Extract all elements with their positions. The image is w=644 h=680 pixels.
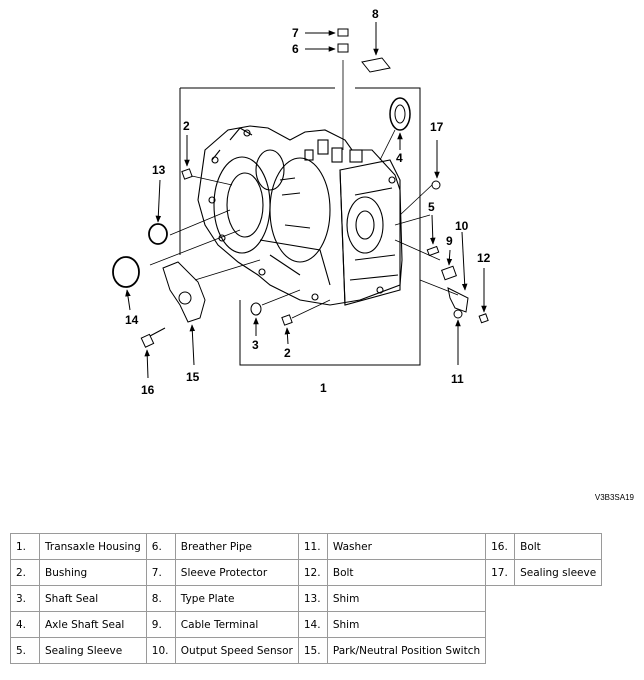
callout-5: 5 (428, 200, 435, 214)
legend-empty-cell (486, 612, 602, 638)
exploded-view-diagram: 1 2 2 3 4 5 6 7 8 9 10 11 12 13 14 15 16… (112, 7, 635, 502)
callout-11: 11 (451, 372, 464, 386)
washer (453, 309, 463, 319)
legend-number: 12. (297, 559, 328, 586)
legend-part-name: Transaxle Housing (39, 533, 147, 560)
callout-2-lower: 2 (284, 346, 291, 360)
legend-number: 13. (297, 585, 328, 612)
legend-part-name: Washer (326, 533, 487, 560)
legend-number: 1. (10, 533, 40, 560)
legend-number: 15. (297, 637, 328, 664)
callout-4: 4 (396, 151, 403, 165)
legend-part-name: Park/Neutral Position Switch (326, 637, 487, 664)
legend-part-name: Shaft Seal (39, 585, 147, 612)
legend-number: 6. (145, 533, 176, 560)
park-neutral-switch (162, 261, 206, 323)
axle-shaft-seal (389, 97, 411, 131)
callout-7: 7 (292, 26, 299, 40)
legend-number: 16. (485, 533, 516, 560)
shaft-seal (250, 302, 262, 316)
callout-16: 16 (141, 383, 155, 397)
callout-1: 1 (320, 381, 327, 395)
shim-14 (112, 256, 140, 288)
legend-number: 9. (145, 611, 176, 638)
callout-10: 10 (455, 219, 469, 233)
legend-part-name: Bolt (326, 559, 487, 586)
legend-part-name: Type Plate (174, 585, 299, 612)
callout-9: 9 (446, 234, 453, 248)
legend-number: 2. (10, 559, 40, 586)
shim-13 (148, 223, 168, 245)
legend-part-name: Sealing Sleeve (39, 637, 147, 664)
legend-empty-cell (486, 638, 602, 664)
legend-part-name: Axle Shaft Seal (39, 611, 147, 638)
legend-part-name: Cable Terminal (174, 611, 299, 638)
transaxle-housing-drawing (197, 125, 403, 306)
type-plate (361, 57, 391, 73)
legend-empty-cell (486, 586, 602, 612)
callout-15: 15 (186, 370, 200, 384)
reference-code: V3B3SA19 (595, 493, 635, 502)
legend-number: 8. (145, 585, 176, 612)
callout-2-upper: 2 (183, 119, 190, 133)
cable-terminal (441, 265, 457, 281)
callout-6: 6 (292, 42, 299, 56)
callout-13: 13 (152, 163, 166, 177)
sealing-sleeve-17 (431, 180, 441, 190)
legend-number: 3. (10, 585, 40, 612)
legend-number: 10. (145, 637, 176, 664)
output-speed-sensor (447, 287, 469, 313)
legend-part-name: Bushing (39, 559, 147, 586)
bolt-16 (140, 327, 166, 348)
sealing-sleeve-5 (426, 245, 440, 257)
legend-part-name: Output Speed Sensor (174, 637, 299, 664)
legend-part-name: Shim (326, 611, 487, 638)
legend-part-name: Breather Pipe (174, 533, 299, 560)
legend-number: 17. (485, 559, 516, 586)
legend-part-name: Sealing sleeve (514, 559, 603, 586)
legend-number: 5. (10, 637, 40, 664)
legend-number: 14. (297, 611, 328, 638)
legend-part-name: Sleeve Protector (174, 559, 299, 586)
callout-8: 8 (372, 7, 379, 21)
legend-part-name: Shim (326, 585, 487, 612)
legend-number: 4. (10, 611, 40, 638)
callout-14: 14 (125, 313, 139, 327)
bolt-12 (478, 313, 489, 324)
legend-number: 11. (297, 533, 328, 560)
callout-12: 12 (477, 251, 491, 265)
bushing-upper (181, 168, 193, 180)
bushing-lower (281, 314, 293, 326)
callout-3: 3 (252, 338, 259, 352)
callout-17: 17 (430, 120, 444, 134)
legend-part-name: Bolt (514, 533, 603, 560)
breather-pipe (337, 43, 349, 53)
legend-number: 7. (145, 559, 176, 586)
sleeve-protector (337, 28, 349, 37)
